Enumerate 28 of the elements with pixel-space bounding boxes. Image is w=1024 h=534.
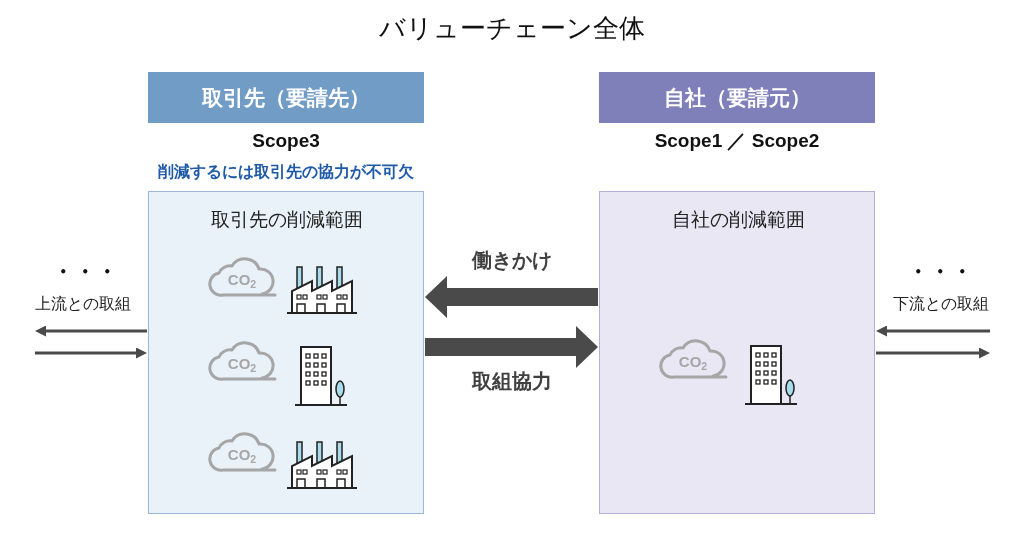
- header-band: 自社（要請元）: [599, 72, 875, 123]
- arrow: [35, 347, 147, 359]
- side-label: 上流との取組: [35, 294, 131, 314]
- panel-title: 取引先の削減範囲: [211, 209, 363, 232]
- scope-label: Scope1 ／ Scope2: [654, 130, 820, 153]
- cloud-label: CO$_{2}$: [227, 271, 257, 289]
- title: バリューチェーン全体: [379, 13, 645, 45]
- arrow: [876, 325, 990, 337]
- cloud-label: CO$_{2}$: [227, 355, 257, 373]
- header-band: 取引先（要請先）: [148, 72, 424, 123]
- scope-panel: [148, 191, 424, 514]
- co2-cloud: [205, 429, 277, 473]
- side-label: 下流との取組: [893, 294, 989, 314]
- block-arrow: [425, 326, 598, 368]
- scope-label: Scope3: [252, 130, 320, 153]
- cloud-label: CO$_{2}$: [678, 353, 708, 371]
- co2-cloud: [205, 254, 277, 298]
- cloud-label: CO$_{2}$: [227, 446, 257, 464]
- ellipsis-text: ・・・: [907, 259, 973, 286]
- ellipsis-text: ・・・: [52, 259, 118, 286]
- arrow: [35, 325, 147, 337]
- block-arrow: [425, 276, 598, 318]
- panel-title: 自社の削減範囲: [671, 209, 805, 232]
- co2-cloud: [205, 338, 277, 382]
- co2-cloud: [656, 336, 728, 380]
- arrow: [876, 347, 990, 359]
- scope-panel: [599, 191, 875, 514]
- note-text: 削減するには取引先の協力が不可欠: [158, 162, 414, 182]
